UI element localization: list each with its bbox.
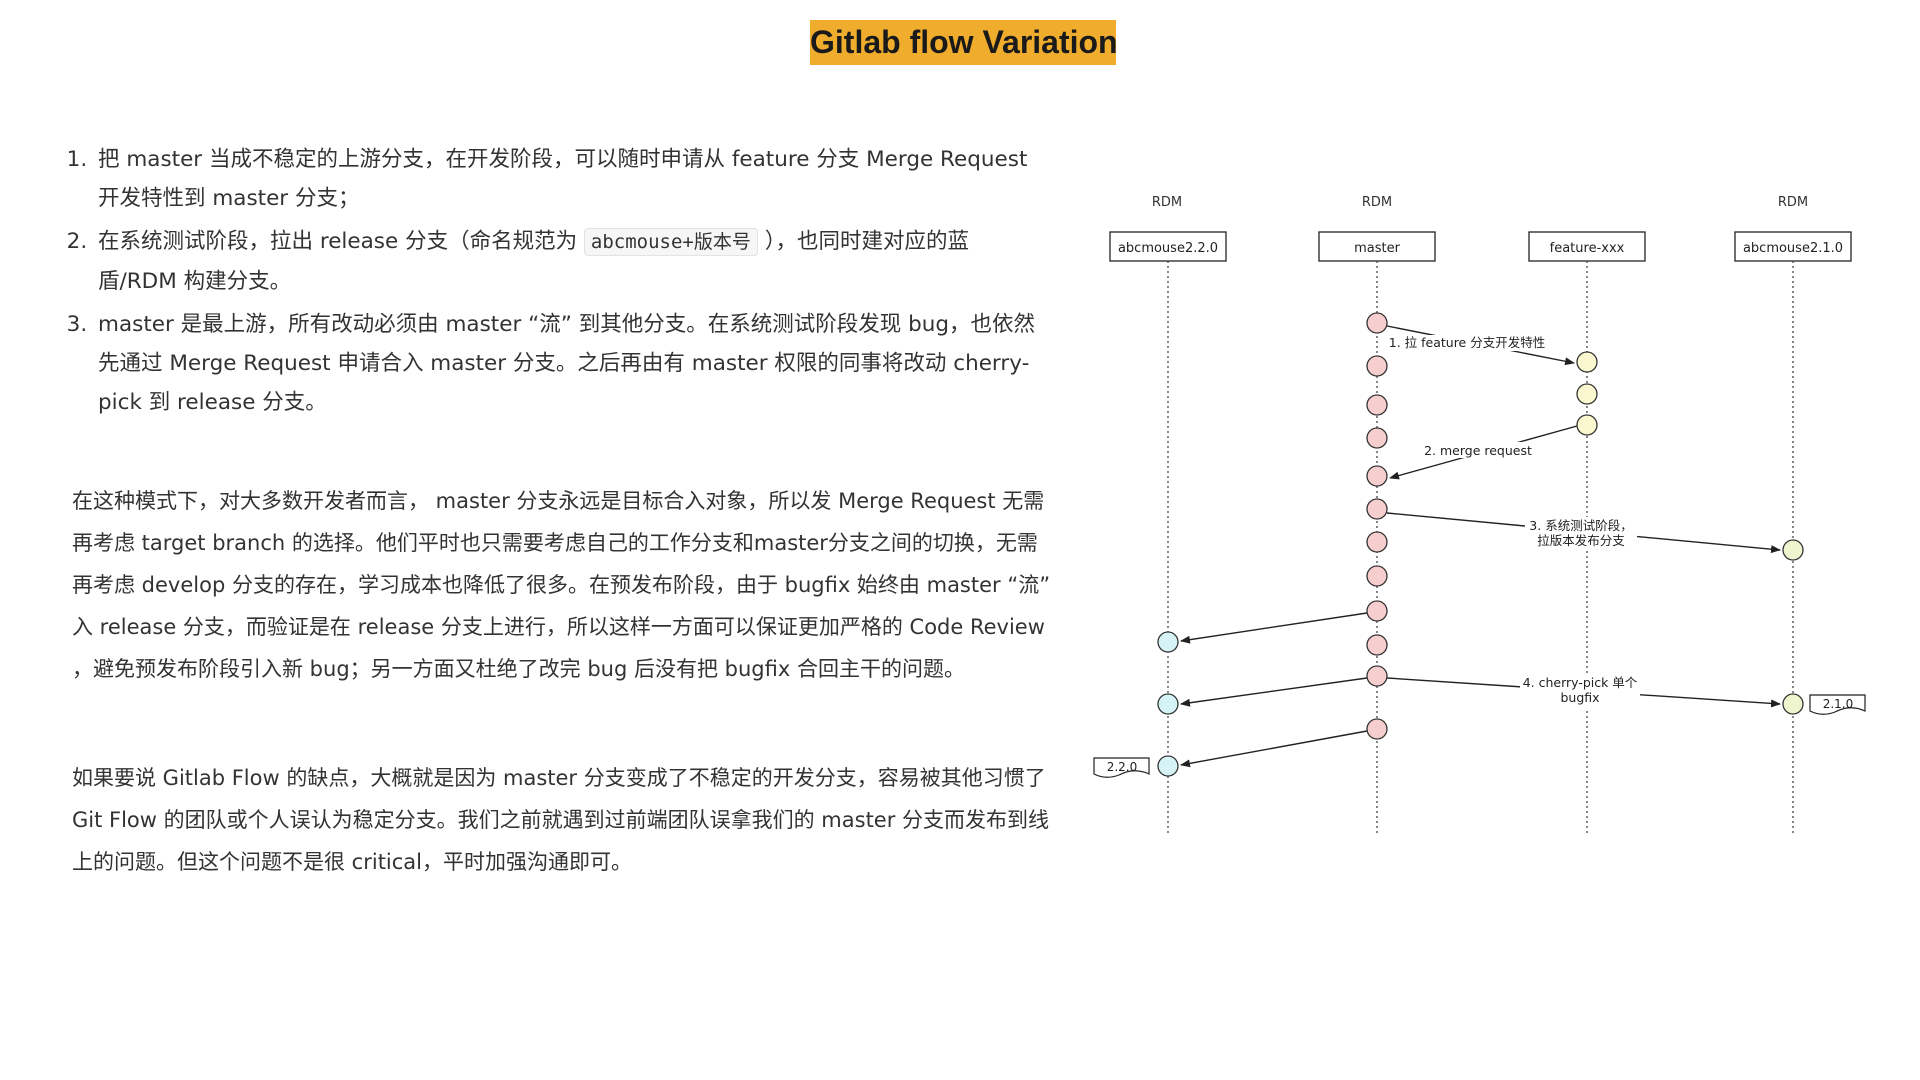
commit-node [1366, 465, 1388, 487]
gitlab-flow-diagram: RDM RDM RDM abcmouse2.2.0 master feature… [1093, 195, 1866, 835]
label-merge-request: 2. merge request [1424, 443, 1532, 458]
rel210-commits [1782, 539, 1804, 715]
branch-naming-code: abcmouse+版本号 [583, 228, 758, 256]
commit-node [1576, 383, 1598, 405]
label-systest-line1: 3. 系统测试阶段， [1529, 518, 1632, 533]
commit-node [1366, 531, 1388, 553]
commit-node [1366, 718, 1388, 740]
feature-commits [1576, 351, 1598, 436]
label-systest-line2: 拉版本发布分支 [1537, 533, 1625, 548]
step-item: 在系统测试阶段，拉出 release 分支（命名规范为 abcmouse+版本号… [94, 222, 1038, 301]
commit-node [1366, 312, 1388, 334]
lane-label-rel210: abcmouse2.1.0 [1743, 241, 1843, 256]
paragraph-disadvantages: 如果要说 Gitlab Flow 的缺点，大概就是因为 master 分支变成了… [72, 766, 1050, 874]
commit-node [1366, 565, 1388, 587]
step-item: master 是最上游，所有改动必须由 master “流” 到其他分支。在系统… [94, 305, 1038, 422]
commit-node [1366, 427, 1388, 449]
arrow-to-rel220-3 [1180, 730, 1368, 768]
tag-label: 2.1.0 [1823, 697, 1854, 711]
lane-header-rel210: RDM [1778, 195, 1808, 210]
lane-header-master: RDM [1362, 195, 1392, 210]
lane-label-rel220: abcmouse2.2.0 [1118, 241, 1218, 256]
commit-node [1157, 755, 1179, 777]
label-create-feature: 1. 拉 feature 分支开发特性 [1389, 335, 1545, 350]
commit-node [1157, 693, 1179, 715]
commit-node [1157, 631, 1179, 653]
label-bg [1520, 674, 1640, 708]
label-cherry-line1: 4. cherry-pick 单个 [1523, 675, 1638, 690]
lane-label-master: master [1354, 241, 1400, 256]
lane-box-master: master [1318, 231, 1436, 262]
lane-label-feature: feature-xxx [1550, 241, 1625, 256]
commit-node [1576, 414, 1598, 436]
commit-node [1576, 351, 1598, 373]
tag-label: 2.2.0 [1107, 760, 1138, 774]
lane-box-feature: feature-xxx [1528, 231, 1646, 262]
label-bg [1418, 442, 1538, 458]
commit-node [1782, 693, 1804, 715]
commit-node [1366, 665, 1388, 687]
master-commits [1366, 312, 1388, 740]
lane-box-rel220: abcmouse2.2.0 [1109, 231, 1227, 262]
paragraph-advantages: 在这种模式下，对大多数开发者而言， master 分支永远是目标合入对象，所以发… [72, 489, 1051, 681]
arrow-to-rel220-1 [1180, 612, 1368, 644]
arrow-cherry-pick-rel220 [1180, 677, 1368, 707]
step-item: 把 master 当成不稳定的上游分支，在开发阶段，可以随时申请从 featur… [94, 140, 1038, 218]
rel220-commits [1157, 631, 1179, 777]
commit-node [1366, 394, 1388, 416]
steps-section: 把 master 当成不稳定的上游分支，在开发阶段，可以随时申请从 featur… [58, 140, 1038, 426]
lane-header-rel220: RDM [1152, 195, 1182, 210]
tag-2-1-0: 2.1.0 [1809, 694, 1866, 715]
label-bg [1525, 517, 1637, 551]
steps-list: 把 master 当成不稳定的上游分支，在开发阶段，可以随时申请从 featur… [58, 140, 1038, 422]
label-cherry-line2: bugfix [1560, 690, 1599, 705]
label-bg [1383, 335, 1551, 351]
commit-node [1366, 498, 1388, 520]
page-title: Gitlab flow Variation [810, 20, 1118, 65]
commit-node [1782, 539, 1804, 561]
commit-node [1366, 634, 1388, 656]
commit-node [1366, 355, 1388, 377]
commit-node [1366, 600, 1388, 622]
tag-2-2-0: 2.2.0 [1093, 757, 1150, 778]
lane-box-rel210: abcmouse2.1.0 [1734, 231, 1852, 262]
step-text: ），也同时建对应的蓝盾/RDM 构建分支。 [98, 229, 969, 294]
step-text: 在系统测试阶段，拉出 release 分支（命名规范为 [98, 229, 578, 254]
